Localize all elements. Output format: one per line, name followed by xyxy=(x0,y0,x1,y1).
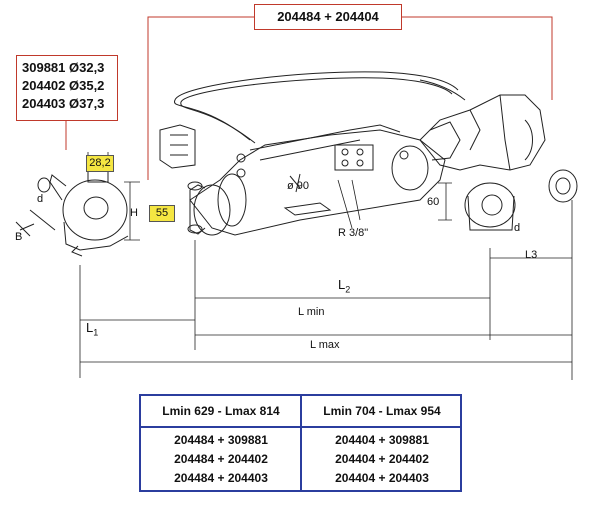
table-row: 204484 + 204402 xyxy=(174,452,268,466)
table-divider xyxy=(300,396,302,490)
callout-lines xyxy=(65,16,553,180)
combo-callout: 204484 + 204404 xyxy=(254,4,402,30)
dim-r38: R 3/8" xyxy=(338,227,369,239)
dim-l1: L1 xyxy=(86,320,99,338)
bracket-drawing xyxy=(159,124,196,169)
width-28-label: 28,2 xyxy=(86,155,114,172)
table-row: 204484 + 309881 xyxy=(174,433,268,447)
part-number-3: 204403 Ø37,3 xyxy=(22,96,105,111)
table-row: 204404 + 309881 xyxy=(335,433,429,447)
combination-table: Lmin 629 - Lmax 814 204484 + 309881 2044… xyxy=(139,394,462,492)
ball-end-drawing xyxy=(464,182,516,231)
table-header-right: Lmin 704 - Lmax 954 xyxy=(302,396,462,428)
main-dimension-lines xyxy=(80,179,573,380)
width-55-label: 55 xyxy=(149,205,175,222)
dim-phi90: ø 90 xyxy=(287,180,310,192)
eye-dimension-lines xyxy=(79,152,195,378)
table-header-left: Lmin 629 - Lmax 814 xyxy=(141,396,301,428)
table-row: 204404 + 204403 xyxy=(335,471,429,485)
dim-d-left: d xyxy=(37,193,44,205)
hose-drawing xyxy=(173,71,466,144)
dim-d-right: d xyxy=(514,222,521,234)
dim-h: H xyxy=(130,207,138,219)
eye-end-drawing xyxy=(15,169,129,257)
table-col-left: Lmin 629 - Lmax 814 204484 + 309881 2044… xyxy=(141,396,301,490)
part-number-callout: 309881 Ø32,3 204402 Ø35,2 204403 Ø37,3 xyxy=(16,55,118,121)
dim-l2: L2 xyxy=(338,277,351,295)
dim-lmin: L min xyxy=(298,306,325,318)
combo-callout-label: 204484 + 204404 xyxy=(277,9,379,24)
dim-l3: L3 xyxy=(525,249,538,261)
part-number-2: 204402 Ø35,2 xyxy=(22,78,105,93)
dim-b: B xyxy=(15,231,23,243)
part-number-1: 309881 Ø32,3 xyxy=(22,60,105,75)
dim-60: 60 xyxy=(427,196,440,208)
table-col-right: Lmin 704 - Lmax 954 204404 + 309881 2044… xyxy=(302,396,462,490)
table-row: 204404 + 204402 xyxy=(335,452,429,466)
cylinder-drawing xyxy=(187,124,446,236)
hook-end-drawing xyxy=(419,94,578,203)
dim-lmax: L max xyxy=(310,339,340,351)
table-row: 204484 + 204403 xyxy=(174,471,268,485)
